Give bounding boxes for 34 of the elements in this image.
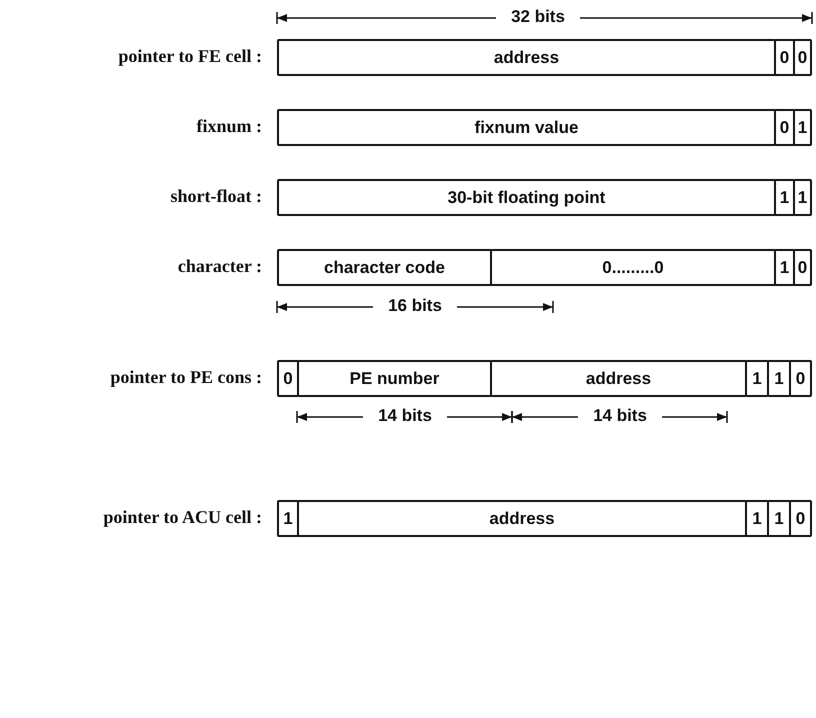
dimension-label: 16 bits (388, 296, 442, 316)
row-label: pointer to ACU cell : (103, 507, 262, 528)
dimension-label: 32 bits (511, 7, 565, 27)
row-label: fixnum : (196, 116, 262, 137)
row-label: pointer to FE cell : (118, 46, 262, 67)
field-cell: fixnum value (277, 109, 776, 146)
field-cell: address (277, 39, 776, 76)
bit-cell: 1 (745, 500, 769, 537)
bit-cell: 1 (767, 360, 791, 397)
bit-cell: 0 (789, 500, 812, 537)
row-label: pointer to PE cons : (110, 367, 262, 388)
bit-cell: 1 (793, 179, 812, 216)
bit-cell: 1 (774, 179, 795, 216)
bit-cell: 0 (774, 109, 795, 146)
row-label: short-float : (170, 186, 262, 207)
bit-cell: 1 (277, 500, 299, 537)
field-cell: character code (277, 249, 492, 286)
row-label: character : (178, 256, 262, 277)
field-cell: 30-bit floating point (277, 179, 776, 216)
field-cell: PE number (297, 360, 492, 397)
field-cell: address (490, 360, 747, 397)
field-cell: address (297, 500, 747, 537)
bit-cell: 0 (793, 39, 812, 76)
bit-cell: 0 (793, 249, 812, 286)
bit-cell: 0 (789, 360, 812, 397)
bit-cell: 0 (277, 360, 299, 397)
dimension-label: 14 bits (593, 406, 647, 426)
bit-cell: 1 (745, 360, 769, 397)
bit-cell: 1 (767, 500, 791, 537)
field-cell: 0.........0 (490, 249, 776, 286)
bit-cell: 0 (774, 39, 795, 76)
dimension-label: 14 bits (378, 406, 432, 426)
bit-cell: 1 (793, 109, 812, 146)
bit-cell: 1 (774, 249, 795, 286)
